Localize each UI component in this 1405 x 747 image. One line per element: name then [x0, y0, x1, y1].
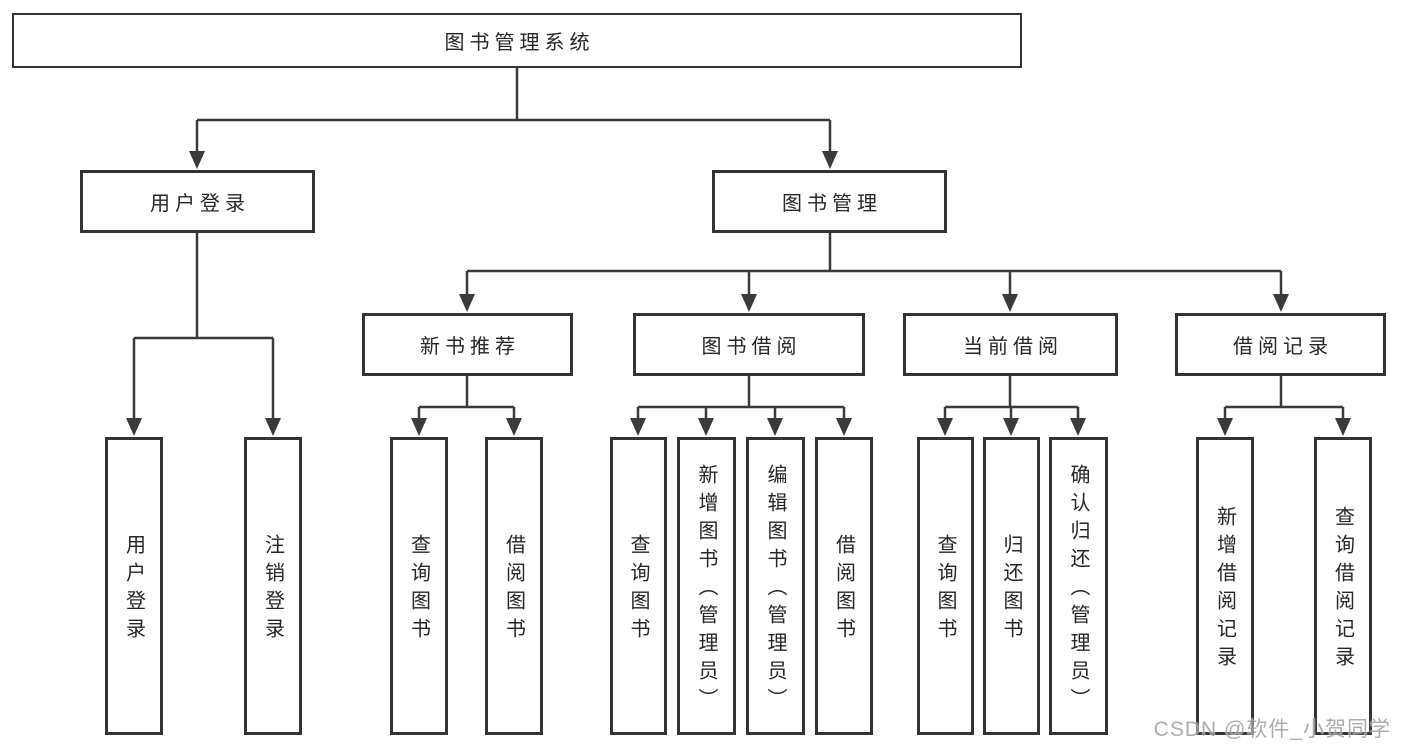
node-label: 新增图书（管理员）	[695, 464, 717, 716]
node-label: 借阅图书	[832, 534, 855, 646]
node-logout-action: 注销登录	[244, 437, 302, 735]
node-label: 归还图书	[1000, 534, 1022, 646]
node-label: 查询图书	[407, 534, 430, 646]
node-label: 图书管理	[782, 193, 882, 215]
node-borrowing-records: 借阅记录	[1175, 313, 1386, 376]
node-borrowing-borrow-books: 借阅图书	[815, 437, 873, 735]
node-borrowing-add-books: 新增图书（管理员）	[677, 437, 736, 735]
node-label: 查询借阅记录	[1331, 506, 1354, 674]
node-book-management: 图书管理	[712, 170, 947, 233]
node-label: 编辑图书（管理员）	[764, 464, 786, 716]
node-borrowing-edit-books: 编辑图书（管理员）	[746, 437, 805, 735]
node-label: 借阅记录	[1233, 336, 1333, 358]
node-library-management-system: 图书管理系统	[12, 13, 1022, 68]
node-label: 用户登录	[150, 193, 250, 215]
node-current-return-books: 归还图书	[983, 437, 1040, 735]
node-label: 查询图书	[934, 534, 956, 646]
node-current-confirm-return: 确认归还（管理员）	[1049, 437, 1108, 735]
node-new-book-recommendation: 新书推荐	[362, 313, 573, 376]
node-current-query-books: 查询图书	[917, 437, 974, 735]
csdn-watermark: CSDN @软件_小贺同学	[1153, 718, 1391, 741]
node-records-add-record: 新增借阅记录	[1196, 437, 1254, 735]
node-current-borrowing: 当前借阅	[903, 313, 1118, 376]
node-newbook-borrow-books: 借阅图书	[485, 437, 543, 735]
node-user-login-action: 用户登录	[105, 437, 163, 735]
node-label: 图书管理系统	[444, 32, 595, 54]
node-label: 注销登录	[261, 534, 284, 646]
node-label: 图书借阅	[701, 336, 802, 358]
node-label: 新书推荐	[420, 336, 520, 358]
node-newbook-query-books: 查询图书	[390, 437, 448, 735]
node-label: 确认归还（管理员）	[1067, 464, 1089, 716]
node-label: 借阅图书	[502, 534, 525, 646]
node-borrowing-query-books: 查询图书	[610, 437, 667, 735]
node-user-login: 用户登录	[80, 170, 315, 233]
node-label: 查询图书	[627, 534, 649, 646]
node-label: 当前借阅	[963, 336, 1063, 358]
node-records-query-record: 查询借阅记录	[1314, 437, 1372, 735]
node-label: 新增借阅记录	[1213, 506, 1236, 674]
node-book-borrowing: 图书借阅	[633, 313, 865, 376]
node-label: 用户登录	[122, 534, 145, 646]
